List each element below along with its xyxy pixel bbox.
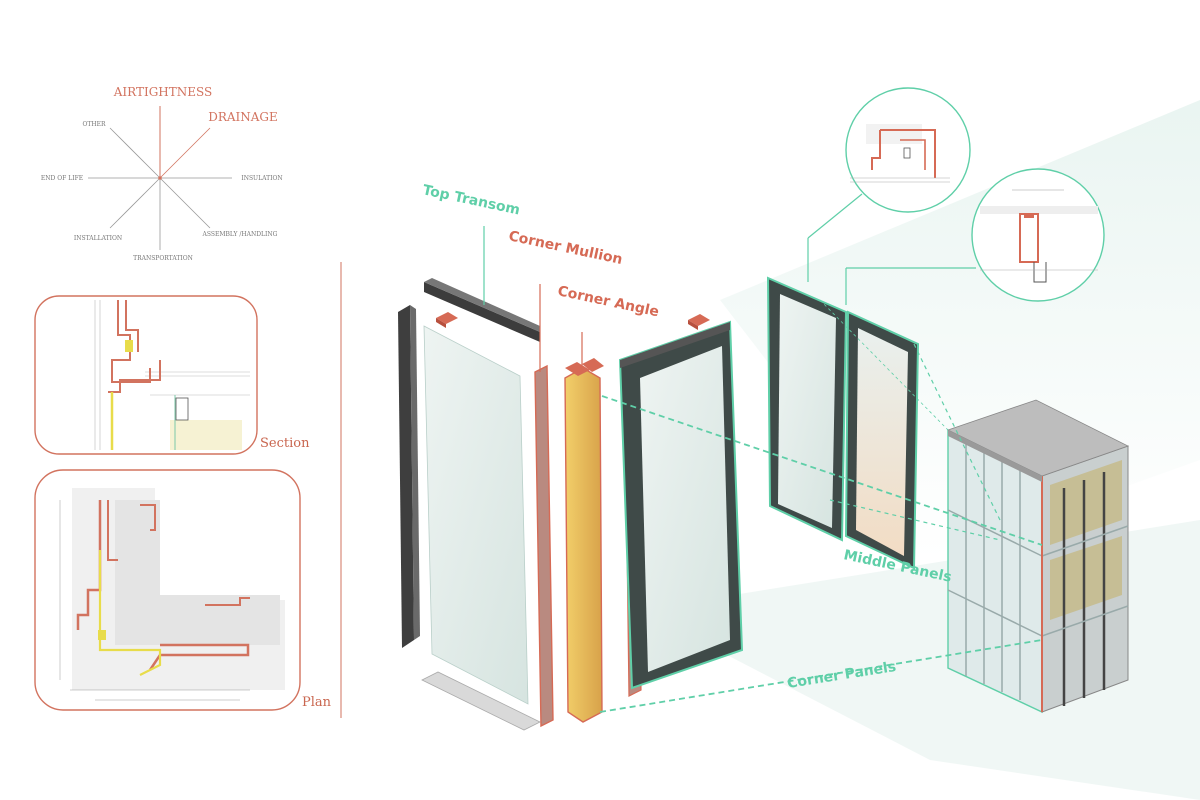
label-corner-angle: Corner Angle (556, 283, 660, 320)
radar-label-transportation: TRANSPORTATION (133, 255, 193, 262)
leader-lines (483, 193, 1043, 713)
top-transom-bar (424, 282, 540, 342)
left-mullion (398, 305, 414, 648)
section-detail: Section (34, 295, 310, 455)
radar-label-end-of-life: END OF LIFE (41, 175, 83, 182)
radar-label-drainage: DRAINAGE (208, 110, 278, 124)
detail-callout-2 (971, 168, 1105, 302)
radar-label-insulation: INSULATION (241, 175, 282, 182)
section-caption: Section (260, 436, 310, 451)
radar-label-airtightness: AIRTIGHTNESS (113, 85, 213, 99)
label-corner-mullion: Corner Mullion (507, 228, 624, 268)
radar-label-other: OTHER (82, 121, 106, 128)
middle-panels (766, 276, 920, 570)
criteria-radar: AIRTIGHTNESS DRAINAGE OTHER INSULATION A… (41, 85, 283, 262)
radar-label-installation: INSTALLATION (74, 235, 122, 242)
exploded-assembly (398, 278, 744, 731)
corner-angle-part (564, 367, 603, 723)
glass-pane (423, 325, 529, 705)
plan-caption: Plan (302, 695, 332, 710)
radar-label-assembly: ASSEMBLY /HANDLING (202, 231, 278, 238)
building-module (946, 399, 1130, 714)
label-top-transom: Top Transom (421, 182, 521, 218)
radar-center (158, 176, 162, 180)
corner-mullion-part (534, 364, 554, 728)
plan-detail: Plan (34, 469, 332, 711)
detail-callout-1 (845, 87, 971, 213)
